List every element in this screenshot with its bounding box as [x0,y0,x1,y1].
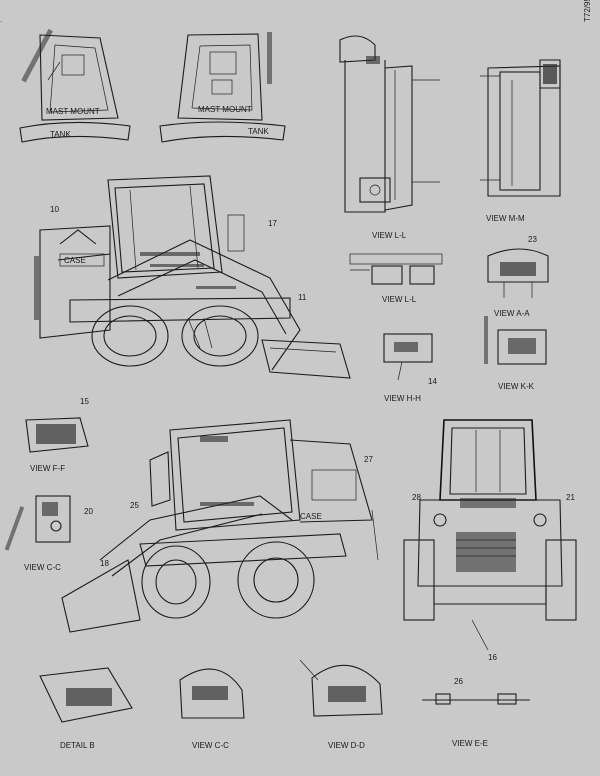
loader-side-view-lower: CASE [61,419,379,633]
loader-rear-view [403,419,577,651]
detail-b-decal [39,667,133,723]
label-view-m-m: VIEW M-M [486,214,525,223]
view-h-h-detail [383,333,433,381]
view-e-e-decal [422,693,530,705]
label-mast-right: MAST MOUNT [198,105,252,114]
label-tank-left: TANK [50,130,71,139]
callout: 27 [364,455,373,464]
label-detail-b: DETAIL B [60,741,95,750]
view-l-l-detail [339,35,440,213]
callout: 10 [50,205,59,214]
callout: 20 [84,507,93,516]
label-view-h-h: VIEW H-H [384,394,421,403]
view-c-c-bottom [179,668,245,719]
view-c-c-detail [35,495,71,543]
label-view-a-a: VIEW A-A [494,309,530,318]
callout: 21 [566,493,575,502]
view-l-l-strip [349,253,443,285]
callout: 17 [268,219,277,228]
mast-mount-right-panel [159,33,286,143]
callout: 16 [488,653,497,662]
view-m-m-detail [480,59,561,197]
svg-text:·: · [0,18,5,25]
label-view-l-l-2: VIEW L-L [382,295,417,304]
view-f-f-detail [25,417,89,453]
loader-side-view-upper: CASE [39,175,351,379]
view-d-d-decal [299,659,383,717]
callout: 14 [428,377,437,386]
mast-mount-left-panel: · [0,18,131,143]
view-a-a-detail [487,248,549,298]
callout: 23 [528,235,537,244]
callout: 11 [298,293,307,302]
label-view-d-d: VIEW D-D [328,741,365,750]
callout: 15 [80,397,89,406]
callout-numbers: 10 11 14 15 16 17 18 20 21 23 25 26 27 2… [50,205,575,686]
label-mast-left: MAST MOUNT [46,107,100,116]
callout: 28 [412,493,421,502]
callout: 18 [100,559,109,568]
label-view-c-c: VIEW C-C [24,563,61,572]
callout: 25 [130,501,139,510]
callout: 26 [454,677,463,686]
drawing-code: T72/95 [583,0,592,22]
brand-decal-rear: CASE [300,512,322,521]
label-view-c-c-2: VIEW C-C [192,741,229,750]
view-k-k-detail [497,329,547,365]
label-view-f-f: VIEW F-F [30,464,65,473]
brand-decal-side: CASE [64,256,86,265]
label-view-k-k: VIEW K-K [498,382,535,391]
label-tank-right: TANK [248,127,269,136]
label-view-l-l: VIEW L-L [372,231,407,240]
label-view-e-e: VIEW E-E [452,739,488,748]
